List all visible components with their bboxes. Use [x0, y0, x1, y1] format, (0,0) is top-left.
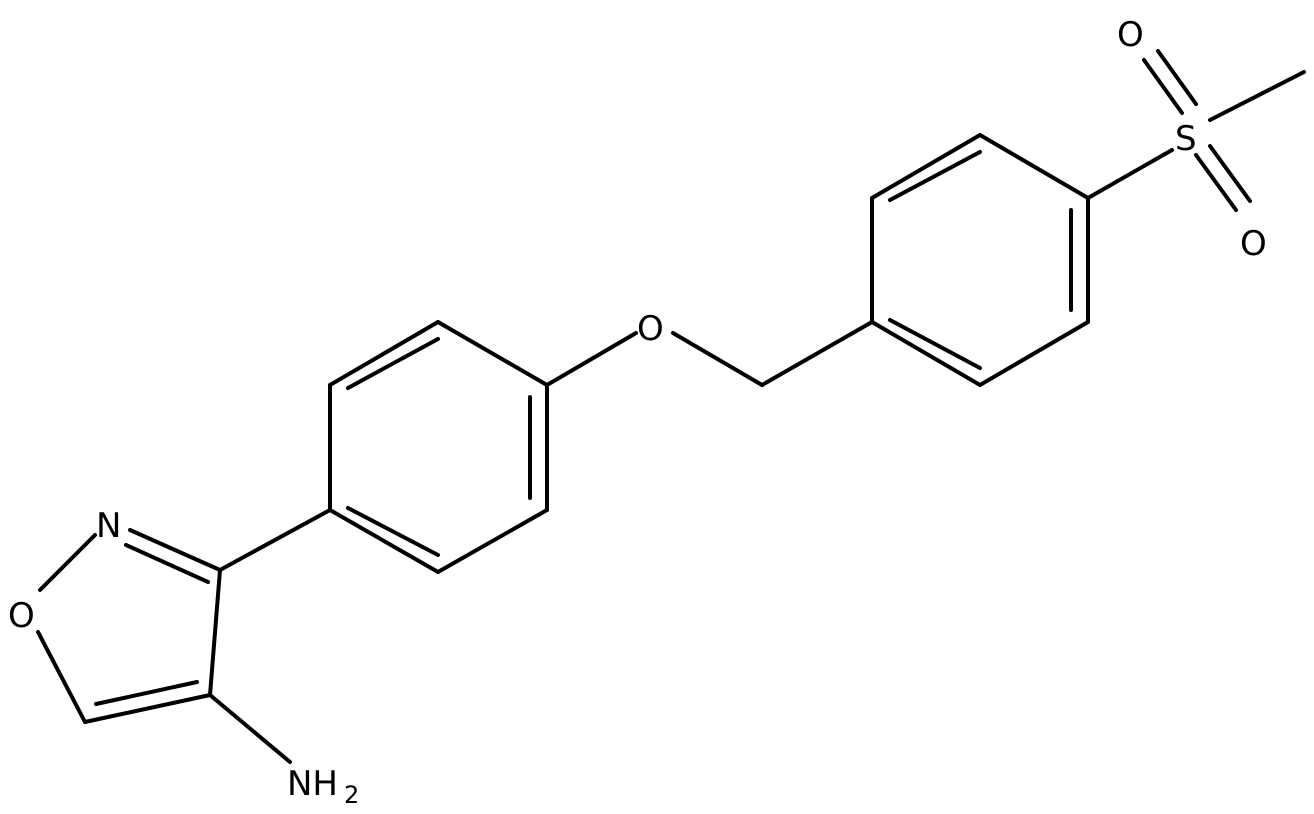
- bond-c4-amine: [208, 693, 292, 764]
- bond-s-o-bottom-a: [1194, 153, 1238, 212]
- bond-n2-c3-double: [124, 543, 210, 584]
- atom-sulfonyl-s: S: [1175, 119, 1197, 159]
- bond-s-o-top-b: [1156, 49, 1198, 106]
- atom-sulfonyl-o-top: O: [1117, 15, 1144, 55]
- bond-c5-o1: [36, 630, 87, 724]
- bond-p1-4: [436, 320, 549, 387]
- isoxazole-ring: [36, 528, 222, 724]
- atom-isoxazole-o: O: [8, 596, 35, 636]
- bond-p1-inner-1: [346, 506, 440, 557]
- bond-phenyl2-s: [1086, 148, 1174, 200]
- bond-ether-o-ch2: [671, 331, 764, 387]
- bond-phenyl-ether-o: [545, 331, 638, 387]
- bond-o1-n2: [38, 533, 97, 592]
- bond-p2-5: [870, 133, 982, 200]
- bond-p2-inner-3: [888, 150, 982, 202]
- bond-p1-inner-3: [346, 337, 440, 390]
- atom-amine-subscript: 2: [344, 781, 359, 809]
- bond-p1-1: [328, 508, 440, 574]
- phenyl-ring-2: [870, 133, 1090, 387]
- bond-p1-5: [328, 320, 440, 387]
- bond-p2-1: [870, 320, 982, 387]
- bond-c3-c4: [208, 568, 222, 697]
- bond-c4-c5-double: [94, 680, 199, 706]
- bond-p2-2: [978, 320, 1090, 387]
- bond-n2-c3: [128, 528, 222, 572]
- bond-p2-inner-1: [888, 318, 982, 370]
- bond-p1-2: [436, 508, 549, 574]
- atom-isoxazole-n: N: [96, 506, 121, 546]
- bond-s-o-top-a: [1142, 58, 1184, 115]
- atom-sulfonyl-o-bottom: O: [1240, 224, 1267, 264]
- bond-ch2-phenyl2: [760, 320, 874, 387]
- bond-s-o-bottom-b: [1208, 144, 1252, 203]
- atom-amine-n: NH: [287, 764, 338, 804]
- bond-p2-4: [978, 133, 1090, 200]
- bond-s-methyl: [1208, 70, 1306, 122]
- atom-ether-o: O: [637, 309, 664, 349]
- bond-isoxazole-phenyl: [218, 508, 332, 572]
- phenyl-ring-1: [328, 320, 549, 574]
- bond-c4-c5: [83, 693, 212, 724]
